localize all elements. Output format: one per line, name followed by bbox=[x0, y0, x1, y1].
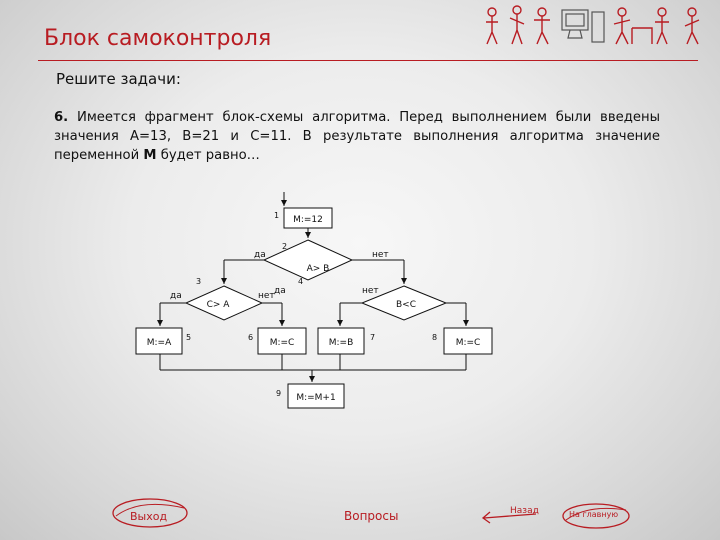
block-number-9: 9 bbox=[276, 389, 281, 398]
task-end: будет равно… bbox=[160, 148, 260, 163]
decision-4-yes-label: да bbox=[274, 286, 286, 296]
block-6 bbox=[257, 327, 307, 355]
decision-2-yes-label: да bbox=[254, 250, 266, 260]
slide-subtitle: Решите задачи: bbox=[56, 70, 181, 88]
decision-3-no-label: нет bbox=[258, 291, 275, 301]
task-variable: M bbox=[143, 148, 157, 163]
block-number-2: 2 bbox=[282, 242, 287, 251]
block-1-text: M:=12 bbox=[293, 215, 323, 225]
decision-4-text: B<C bbox=[396, 300, 416, 310]
task-body: Имеется фрагмент блок-схемы алгоритма. П… bbox=[54, 110, 660, 163]
task-number: 6. bbox=[54, 110, 69, 125]
decision-3-yes-label: да bbox=[170, 291, 182, 301]
block-number-3: 3 bbox=[196, 277, 201, 286]
task-text: 6. Имеется фрагмент блок-схемы алгоритма… bbox=[54, 108, 660, 165]
block-number-7: 7 bbox=[370, 333, 375, 342]
title-divider bbox=[38, 60, 698, 61]
start-button[interactable]: На главную bbox=[569, 510, 619, 519]
block-number-5: 5 bbox=[186, 333, 191, 342]
exit-button[interactable]: Выход bbox=[130, 510, 168, 523]
back-arrow-icon bbox=[481, 511, 537, 524]
questions-button[interactable]: Вопросы bbox=[344, 509, 399, 523]
slide-title: Блок самоконтроля bbox=[44, 26, 272, 51]
block-number-1: 1 bbox=[274, 211, 279, 220]
exit-button-oval-icon bbox=[112, 498, 188, 528]
decision-2 bbox=[262, 239, 354, 281]
block-7 bbox=[317, 327, 365, 355]
decision-3-text: C> A bbox=[207, 300, 231, 310]
back-button[interactable]: Назад bbox=[510, 506, 539, 516]
block-5 bbox=[135, 327, 183, 355]
block-number-8: 8 bbox=[432, 333, 437, 342]
block-5-text: M:=A bbox=[147, 338, 172, 348]
decision-4 bbox=[360, 285, 448, 321]
decision-3 bbox=[184, 285, 264, 321]
block-6-text: M:=C bbox=[270, 338, 295, 348]
block-8-text: M:=C bbox=[456, 338, 481, 348]
start-button-oval-icon bbox=[562, 503, 630, 529]
block-7-text: M:=B bbox=[329, 338, 354, 348]
block-number-6: 6 bbox=[248, 333, 253, 342]
decorative-figures-icon bbox=[486, 5, 700, 45]
block-9-text: M:=M+1 bbox=[296, 393, 335, 403]
decision-2-text: A> B bbox=[307, 264, 330, 274]
block-8 bbox=[443, 327, 493, 355]
decision-4-no-label: нет bbox=[362, 286, 379, 296]
decision-2-no-label: нет bbox=[372, 250, 389, 260]
block-9 bbox=[287, 383, 345, 409]
block-number-4: 4 bbox=[298, 277, 303, 286]
